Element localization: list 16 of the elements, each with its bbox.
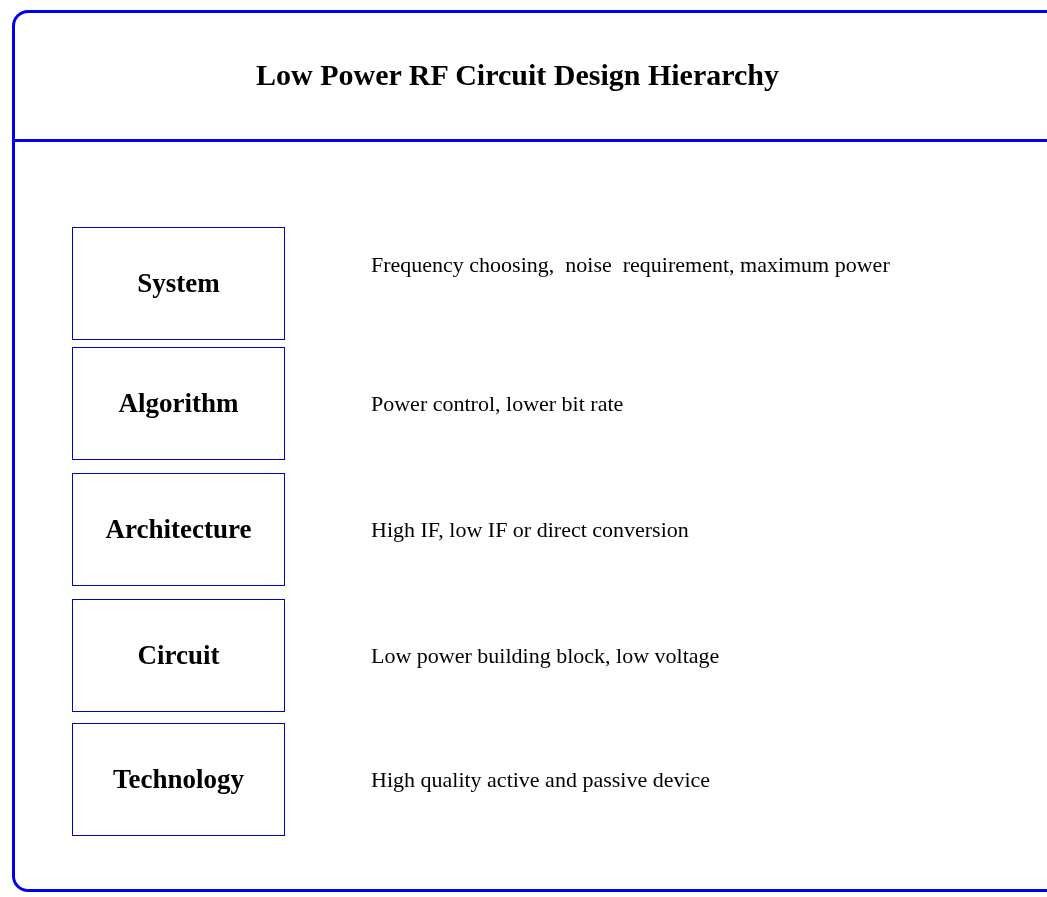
level-label: Architecture (105, 514, 252, 545)
level-description: Power control, lower bit rate (371, 389, 625, 418)
level-description: Low power building block, low voltage (371, 641, 721, 670)
level-label: Circuit (137, 640, 220, 671)
level-box (72, 227, 285, 340)
level-label: Technology (112, 764, 244, 795)
level-box (72, 347, 285, 460)
level-description: High IF, low IF or direct conversion (371, 515, 690, 544)
diagram-title: Low Power RF Circuit Design Hierarchy (255, 58, 780, 92)
level-box (72, 599, 285, 712)
level-box (72, 473, 285, 586)
level-label: Algorithm (118, 388, 239, 419)
level-description: High quality active and passive device (371, 765, 712, 794)
level-box (72, 723, 285, 836)
level-description: Frequency choosing, noise requirement, maximum power (371, 251, 891, 279)
level-label: System (137, 268, 220, 299)
